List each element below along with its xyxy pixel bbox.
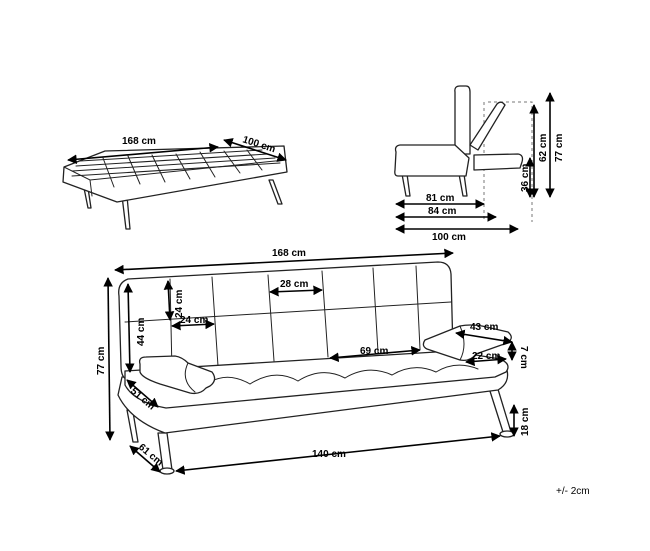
front-armrest-inner-arrow	[465, 354, 507, 367]
side-total-height-label: 77 cm	[554, 134, 565, 162]
front-total-width-label: 168 cm	[272, 248, 306, 259]
side-view: 81 cm 84 cm 100 cm 36 cm 62 cm 77 cm	[394, 85, 565, 243]
top-width-arrow	[67, 142, 219, 165]
front-total-height-label: 77 cm	[96, 347, 107, 375]
side-seat-depth-label: 81 cm	[426, 193, 454, 204]
tolerance-note: +/- 2cm	[556, 486, 590, 497]
front-seat-width-arrow	[329, 345, 421, 363]
front-armrest-width-label: 24 cm	[180, 315, 208, 326]
front-backrest-height-label: 44 cm	[136, 318, 147, 346]
front-cushion-width-arrow	[269, 285, 323, 297]
side-sofa-depth-label: 84 cm	[428, 206, 456, 217]
front-view: 168 cm 28 cm 24 cm 24 cm 44 cm 77 cm 69 …	[96, 248, 531, 475]
front-armrest-length-label: 43 cm	[470, 322, 498, 333]
top-depth-arrow	[223, 138, 287, 162]
front-leg-height-label: 18 cm	[520, 408, 531, 436]
side-back-height-label: 62 cm	[538, 134, 549, 162]
front-armrest-length-arrow	[455, 329, 513, 346]
front-backrest-height-arrow	[123, 283, 135, 373]
front-total-height-arrow	[103, 277, 115, 441]
front-seat-depth-arrow	[126, 379, 159, 408]
front-cushion-width-label: 28 cm	[280, 279, 308, 290]
front-back-cushion-height-arrow	[163, 280, 175, 321]
front-armrest-height-label: 7 cm	[518, 346, 529, 369]
front-armrest-width-arrow	[171, 319, 215, 331]
side-seat-height-label: 36 cm	[520, 164, 531, 192]
front-total-width-arrow	[114, 248, 454, 275]
front-seat-width-label: 69 cm	[360, 346, 388, 357]
front-back-cushion-height-label: 24 cm	[174, 290, 185, 318]
front-base-width-label: 140 cm	[312, 449, 346, 460]
side-bed-depth-label: 100 cm	[432, 232, 466, 243]
bed-top-view: 168 cm 100 cm	[62, 134, 288, 230]
front-base-width-arrow	[175, 432, 501, 475]
front-base-depth-arrow	[129, 445, 161, 473]
top-width-label: 168 cm	[122, 136, 156, 147]
front-armrest-inner-label: 22 cm	[472, 351, 500, 362]
